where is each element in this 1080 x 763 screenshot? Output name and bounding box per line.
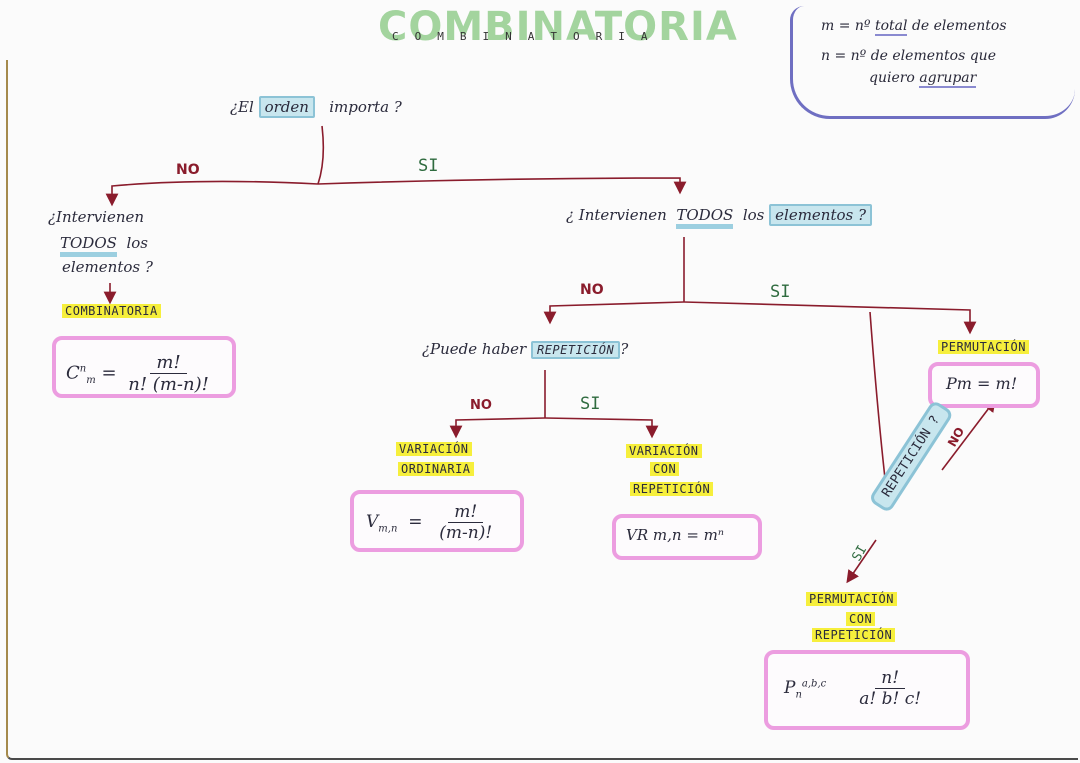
combinatoria-numerator: m! — [150, 352, 187, 374]
root-question-highlight: orden — [258, 96, 315, 118]
variacion-con-rep-line2: CON — [650, 462, 680, 476]
variacion-ordinaria-numerator: m! — [448, 502, 484, 523]
right-question-prefix: ¿ Intervienen — [566, 206, 667, 224]
root-question: ¿El orden importa ? — [230, 96, 402, 118]
repetition-question: ¿Puede haber REPETICIÓN? — [422, 340, 628, 359]
variacion-ordinaria-sub: m,n — [378, 523, 398, 535]
combinatoria-sub: m — [86, 375, 96, 387]
legend-n-underlined: agrupar — [919, 70, 977, 88]
repetition-question-prefix: ¿Puede haber — [422, 340, 527, 358]
right-question-los: los — [742, 206, 765, 224]
combinatoria-fraction: m! n! (m-n)! — [122, 352, 215, 395]
legend-line-m: m = nº total de elementos — [821, 18, 1007, 36]
variacion-ordinaria-fraction: m! (m-n)! — [433, 502, 498, 543]
variacion-ordinaria-line1: VARIACIÓN — [396, 442, 472, 456]
left-question-line1: ¿Intervienen — [48, 208, 145, 226]
left-question-los: los — [126, 234, 148, 252]
combinatoria-sup: n — [79, 363, 87, 375]
branch-all-no: NO — [580, 282, 604, 298]
right-question-elementos: elementos ? — [769, 204, 873, 226]
perm-con-rep-fraction: n! a! b! c! — [853, 668, 927, 709]
legend-box: m = nº total de elementos n = nº de elem… — [790, 6, 1075, 119]
perm-con-rep-line2: CON — [846, 612, 876, 626]
permutation-repetition-question: REPETICIÓN ? — [868, 399, 955, 514]
legend-m-prefix: m = nº — [821, 18, 871, 34]
combinatoria-formula: Cnm = m! n! (m-n)! — [66, 352, 215, 395]
root-question-prefix: ¿El — [230, 98, 254, 116]
formula-variacion-con-rep: VR m,n = mⁿ — [612, 514, 762, 560]
variacion-ordinaria-denominator: (m-n)! — [439, 523, 493, 543]
formula-variacion-ordinaria: Vm,n = m! (m-n)! — [350, 490, 524, 552]
branch-rep-no: NO — [470, 398, 492, 413]
combinatoria-label-text: COMBINATORIA — [62, 304, 161, 318]
permutation-repetition-label: REPETICIÓN ? — [879, 413, 944, 500]
perm-con-rep-sup: a,b,c — [801, 678, 827, 690]
result-variacion-con-rep-label3: REPETICIÓN — [630, 482, 714, 496]
variacion-con-rep-line1: VARIACIÓN — [626, 444, 702, 458]
perm-con-rep-numerator: n! — [875, 668, 906, 689]
perm-con-rep-sub: n — [795, 689, 802, 701]
perm-con-rep-formula: Pna,b,c n! a! b! c! — [784, 668, 927, 709]
title-small: COMBINATORIA — [392, 30, 664, 43]
result-variacion-ordinaria-label1: VARIACIÓN — [396, 442, 472, 456]
repetition-question-highlight: REPETICIÓN — [530, 341, 621, 359]
left-question-todos: TODOS — [60, 234, 117, 257]
root-question-suffix: importa ? — [329, 98, 402, 116]
perm-con-rep-denominator: a! b! c! — [859, 689, 922, 709]
legend-line-n: n = nº de elementos que — [821, 48, 996, 64]
variacion-con-rep-line3: REPETICIÓN — [630, 482, 714, 496]
combinatoria-lhs: C — [66, 362, 80, 384]
left-question-line2: TODOS los — [60, 234, 148, 257]
perm-con-rep-lhs: P — [784, 678, 796, 698]
variacion-ordinaria-formula: Vm,n = m! (m-n)! — [366, 502, 498, 543]
permutacion-formula: Pm = m! — [946, 374, 1018, 393]
formula-permutacion: Pm = m! — [928, 362, 1040, 408]
result-perm-con-rep-label1: PERMUTACIÓN — [806, 592, 897, 606]
result-permutacion-label: PERMUTACIÓN — [938, 340, 1029, 354]
formula-combinatoria: Cnm = m! n! (m-n)! — [52, 336, 236, 398]
result-variacion-ordinaria-label2: ORDINARIA — [398, 462, 474, 476]
right-question-todos: TODOS — [676, 206, 734, 229]
legend-m-suffix: de elementos — [911, 18, 1007, 34]
variacion-ordinaria-line2: ORDINARIA — [398, 462, 474, 476]
right-question: ¿ Intervienen TODOS los elementos ? — [566, 204, 873, 229]
legend-m-underlined: total — [874, 18, 908, 36]
combinatoria-denominator: n! (m-n)! — [128, 374, 209, 395]
legend-line-n-cont: quiero agrupar — [869, 70, 977, 88]
result-variacion-con-rep-label1: VARIACIÓN — [626, 444, 702, 458]
variacion-ordinaria-lhs: V — [366, 512, 379, 532]
perm-con-rep-line3: REPETICIÓN — [812, 628, 896, 642]
branch-perm-rep-no: NO — [945, 424, 968, 450]
repetition-question-suffix: ? — [620, 340, 629, 358]
result-variacion-con-rep-label2: CON — [650, 462, 680, 476]
branch-root-si: SI — [418, 156, 439, 176]
branch-rep-si: SI — [580, 394, 601, 414]
variacion-con-rep-formula: VR m,n = mⁿ — [626, 526, 724, 544]
result-perm-con-rep-label3: REPETICIÓN — [812, 628, 896, 642]
formula-perm-con-rep: Pna,b,c n! a! b! c! — [764, 650, 970, 730]
branch-all-si: SI — [770, 282, 791, 302]
perm-con-rep-line1: PERMUTACIÓN — [806, 592, 897, 606]
branch-root-no: NO — [176, 162, 200, 178]
legend-n-prefix: quiero — [869, 70, 915, 86]
title-large: COMBINATORIA — [378, 4, 738, 50]
branch-perm-rep-si: SI — [849, 542, 871, 565]
result-perm-con-rep-label2: CON — [846, 612, 876, 626]
permutacion-label-text: PERMUTACIÓN — [938, 340, 1029, 354]
result-combinatoria-label: COMBINATORIA — [62, 304, 161, 318]
left-question-line3: elementos ? — [62, 258, 153, 276]
